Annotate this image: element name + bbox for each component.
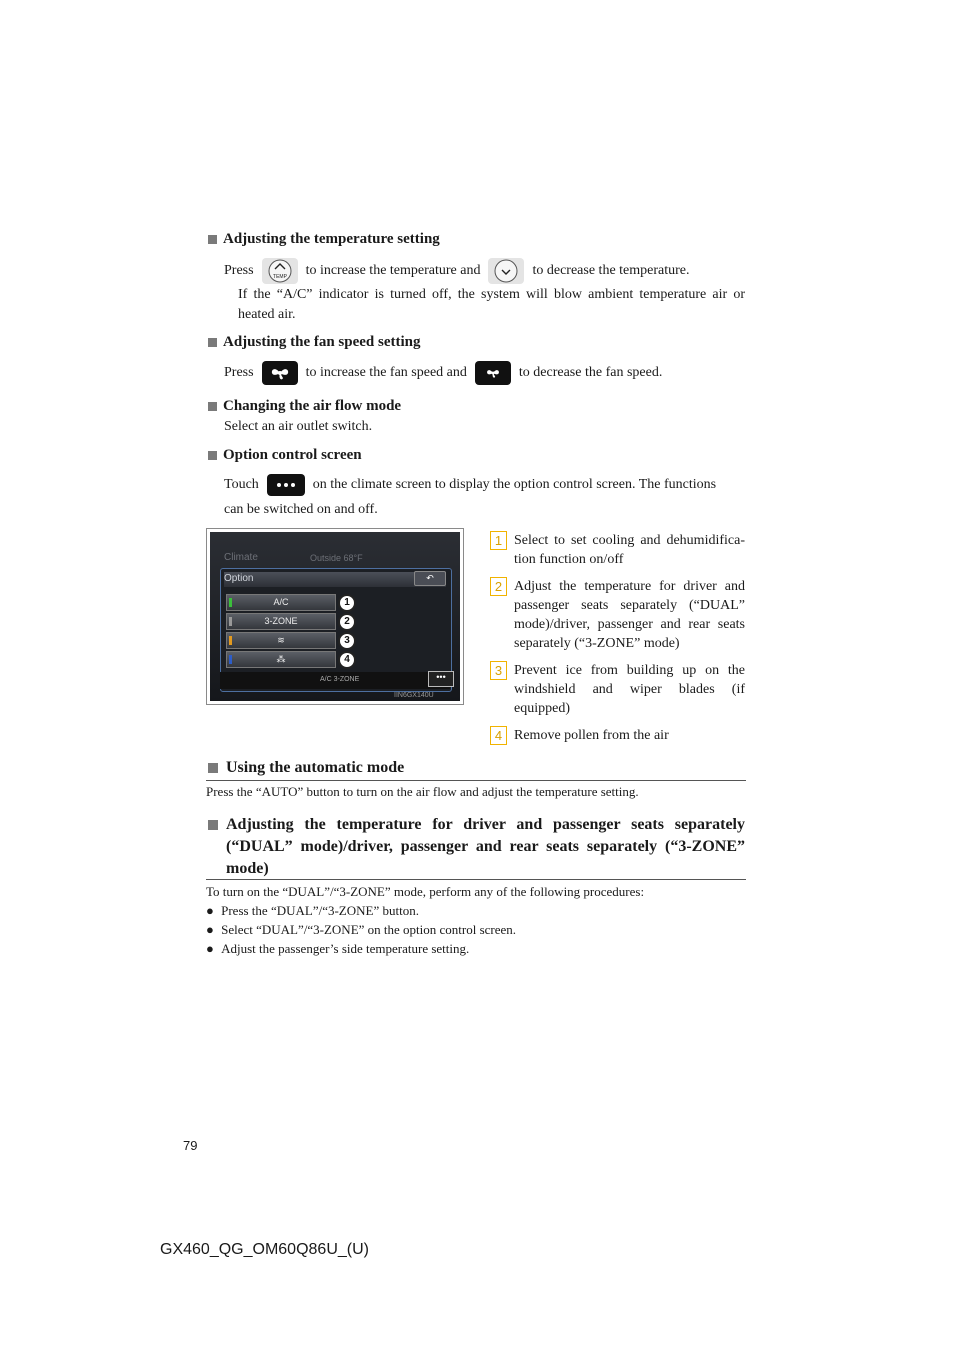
climate-title: Climate xyxy=(224,552,258,563)
fan-line: Press to increase the fan speed and to d… xyxy=(224,361,662,385)
heading-square xyxy=(208,235,217,244)
svg-text:TEMP: TEMP xyxy=(273,274,288,280)
legend-item-4: 4 Remove pollen from the air xyxy=(490,726,745,745)
divider xyxy=(206,879,746,880)
doc-code: GX460_QG_OM60Q86U_(U) xyxy=(160,1241,369,1258)
status-text: A/C 3-ZONE xyxy=(320,676,360,683)
back-button[interactable]: ↶ xyxy=(414,571,446,586)
image-code: IIN6GX140U xyxy=(394,692,434,699)
callout-4: 4 xyxy=(338,651,356,669)
heading-square xyxy=(208,451,217,460)
callout-2: 2 xyxy=(338,613,356,631)
temp-note: If the “A/C” indicator is turned off, th… xyxy=(238,287,745,322)
option-panel xyxy=(220,568,452,692)
more-options-icon xyxy=(266,474,305,496)
legend-item-2: 2 Adjust the temperature for driver and … xyxy=(490,577,745,653)
option-heading: Option control screen xyxy=(208,447,362,464)
more-button[interactable]: ••• xyxy=(428,671,454,687)
dual-intro: To turn on the “DUAL”/“3-ZONE” mode, per… xyxy=(206,884,645,899)
heading-square xyxy=(208,402,217,411)
temp-down-icon xyxy=(488,258,525,284)
legend-item-3: 3 Prevent ice from building up on the wi… xyxy=(490,661,745,718)
three-zone-option-button[interactable]: 3-ZONE xyxy=(226,613,336,630)
dual-bullet-1: ● Press the “DUAL”/“3-ZONE” button. xyxy=(206,903,419,918)
pollen-filter-icon: ⁂ xyxy=(276,654,286,664)
airflow-heading: Changing the air flow mode xyxy=(208,398,401,415)
dual-heading: Adjusting the temperature for driver and… xyxy=(208,814,745,880)
callout-3: 3 xyxy=(338,632,356,650)
divider xyxy=(206,780,746,781)
legend-item-1: 1 Select to set cooling and dehumidifica… xyxy=(490,531,745,569)
option-line-2: can be switched on and off. xyxy=(224,502,378,517)
temp-line: Press TEMP to increase the temperature a… xyxy=(224,258,690,284)
windshield-heat-icon: ≋ xyxy=(277,635,285,645)
airflow-body: Select an air outlet switch. xyxy=(224,419,373,434)
status-bar xyxy=(220,672,450,689)
climate-screen: Climate Outside 68°F Option ↶ A/C 3-ZONE… xyxy=(210,532,460,701)
dual-bullet-2: ● Select “DUAL”/“3-ZONE” on the option c… xyxy=(206,922,517,937)
option-line: Touch on the climate screen to display t… xyxy=(224,474,716,496)
page-number: 79 xyxy=(183,1138,198,1153)
temp-heading: Adjusting the temperature setting xyxy=(208,231,440,248)
heading-square xyxy=(208,338,217,347)
heading-square xyxy=(208,820,218,830)
fan-up-icon xyxy=(261,361,298,385)
callout-1: 1 xyxy=(338,594,356,612)
pollen-option-button[interactable]: ⁂ xyxy=(226,651,336,668)
option-titlebar xyxy=(224,572,446,587)
auto-heading: Using the automatic mode xyxy=(208,757,745,779)
temp-up-icon: TEMP xyxy=(261,258,298,284)
dual-bullet-3: ● Adjust the passenger’s side temperatur… xyxy=(206,941,470,956)
fan-down-icon xyxy=(474,361,511,385)
auto-body: Press the “AUTO” button to turn on the a… xyxy=(206,784,639,799)
heading-square xyxy=(208,763,218,773)
option-title: Option xyxy=(224,573,254,584)
option-screen-image: Climate Outside 68°F Option ↶ A/C 3-ZONE… xyxy=(206,528,464,705)
fan-heading: Adjusting the fan speed setting xyxy=(208,334,421,351)
ac-option-button[interactable]: A/C xyxy=(226,594,336,611)
outside-temp: Outside 68°F xyxy=(310,553,363,563)
defroster-option-button[interactable]: ≋ xyxy=(226,632,336,649)
